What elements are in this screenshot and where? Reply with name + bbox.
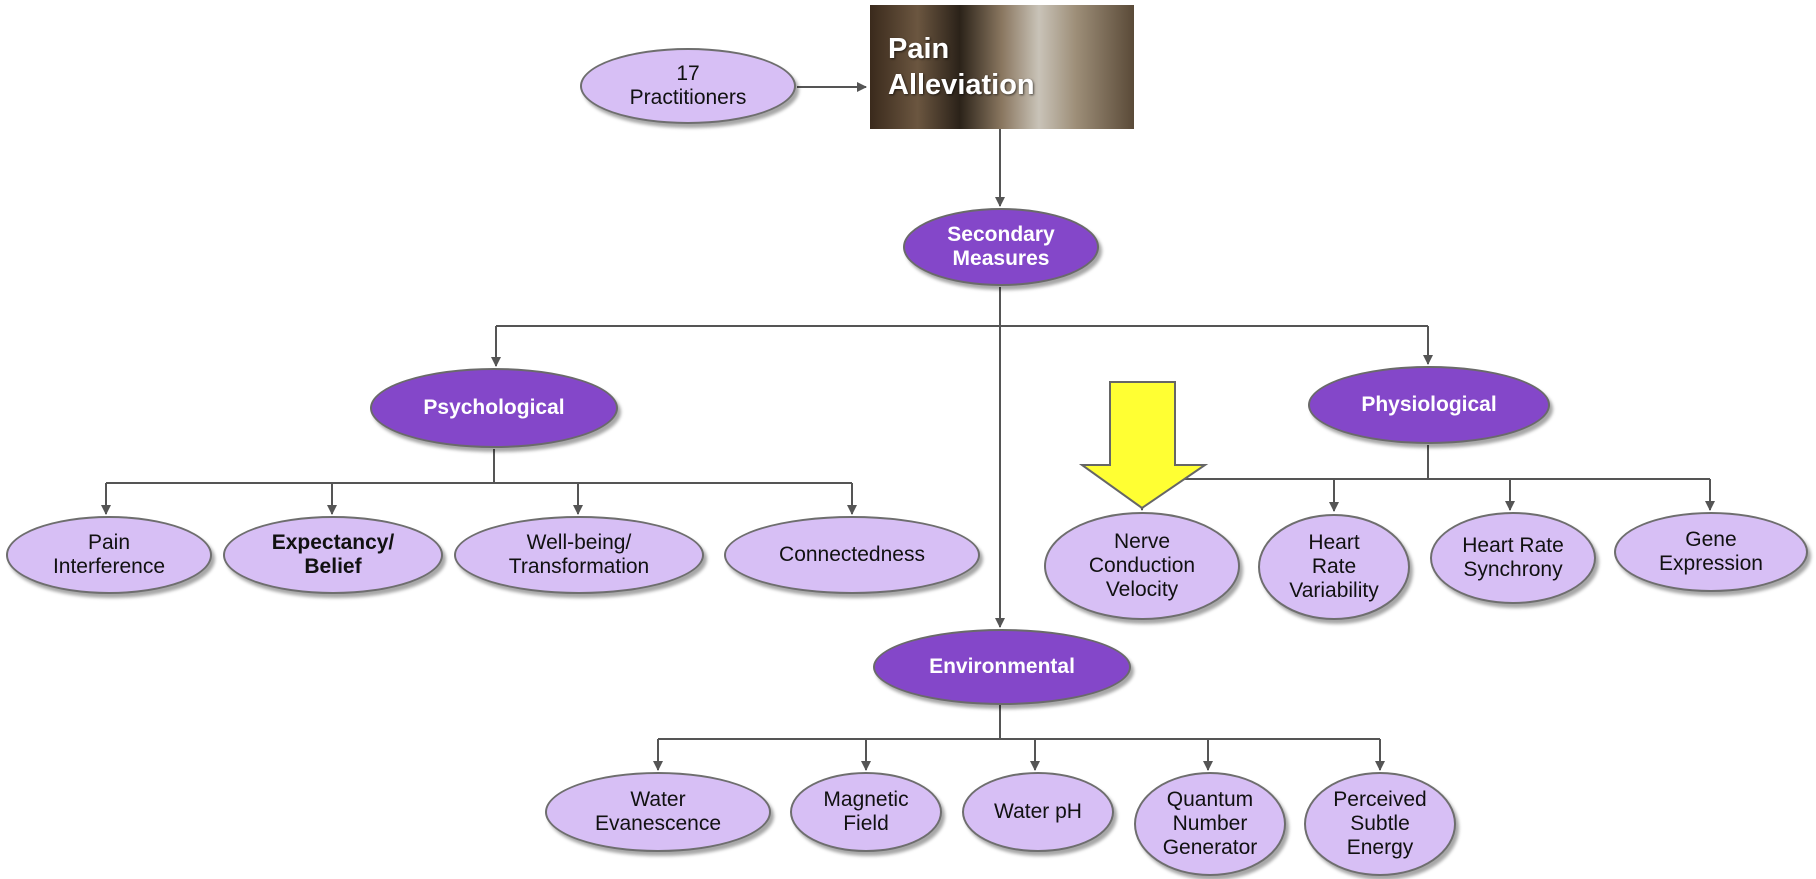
node-psychological: Psychological xyxy=(370,368,618,448)
node-wellbeing: Well-being/ Transformation xyxy=(454,516,704,594)
node-heart-rate-synchrony: Heart Rate Synchrony xyxy=(1430,512,1596,604)
pain-alleviation-image: Pain Alleviation xyxy=(870,5,1134,129)
node-environmental-label: Environmental xyxy=(929,655,1075,678)
node-perceived-subtle-energy-label: Perceived Subtle Energy xyxy=(1333,788,1427,859)
node-magnetic-field: Magnetic Field xyxy=(790,772,942,852)
node-practitioners: 17 Practitioners xyxy=(580,48,796,124)
node-physiological-label: Physiological xyxy=(1361,393,1497,416)
node-water-evanescence: Water Evanescence xyxy=(545,772,771,852)
node-practitioners-label: 17 Practitioners xyxy=(629,62,747,109)
node-gene-expression: Gene Expression xyxy=(1614,512,1808,592)
node-connectedness-label: Connectedness xyxy=(779,543,925,566)
node-heart-rate-variability-label: Heart Rate Variability xyxy=(1289,531,1379,602)
node-water-ph-label: Water pH xyxy=(994,800,1082,823)
node-heart-rate-variability: Heart Rate Variability xyxy=(1258,514,1410,620)
pain-alleviation-title: Pain Alleviation xyxy=(888,33,1035,101)
node-connectedness: Connectedness xyxy=(724,516,980,594)
node-perceived-subtle-energy: Perceived Subtle Energy xyxy=(1304,772,1456,876)
node-water-evanescence-label: Water Evanescence xyxy=(594,788,722,835)
node-quantum-number-generator: Quantum Number Generator xyxy=(1134,772,1286,876)
node-pain-interference: Pain Interference xyxy=(6,516,212,594)
node-wellbeing-label: Well-being/ Transformation xyxy=(508,531,650,578)
node-pain-interference-label: Pain Interference xyxy=(52,531,166,578)
node-water-ph: Water pH xyxy=(962,772,1114,852)
highlight-arrow xyxy=(1078,381,1209,510)
node-nerve-conduction-label: Nerve Conduction Velocity xyxy=(1088,530,1196,601)
node-secondary-measures: Secondary Measures xyxy=(903,208,1099,286)
node-physiological: Physiological xyxy=(1308,366,1550,444)
node-nerve-conduction: Nerve Conduction Velocity xyxy=(1044,512,1240,620)
node-quantum-number-generator-label: Quantum Number Generator xyxy=(1162,788,1258,859)
node-expectancy-belief: Expectancy/ Belief xyxy=(223,516,443,594)
node-secondary-measures-label: Secondary Measures xyxy=(947,223,1055,270)
node-heart-rate-synchrony-label: Heart Rate Synchrony xyxy=(1462,534,1564,581)
node-magnetic-field-label: Magnetic Field xyxy=(823,788,909,835)
node-expectancy-belief-label: Expectancy/ Belief xyxy=(271,531,395,578)
node-environmental: Environmental xyxy=(873,629,1131,705)
node-psychological-label: Psychological xyxy=(423,396,565,419)
node-gene-expression-label: Gene Expression xyxy=(1659,528,1763,575)
